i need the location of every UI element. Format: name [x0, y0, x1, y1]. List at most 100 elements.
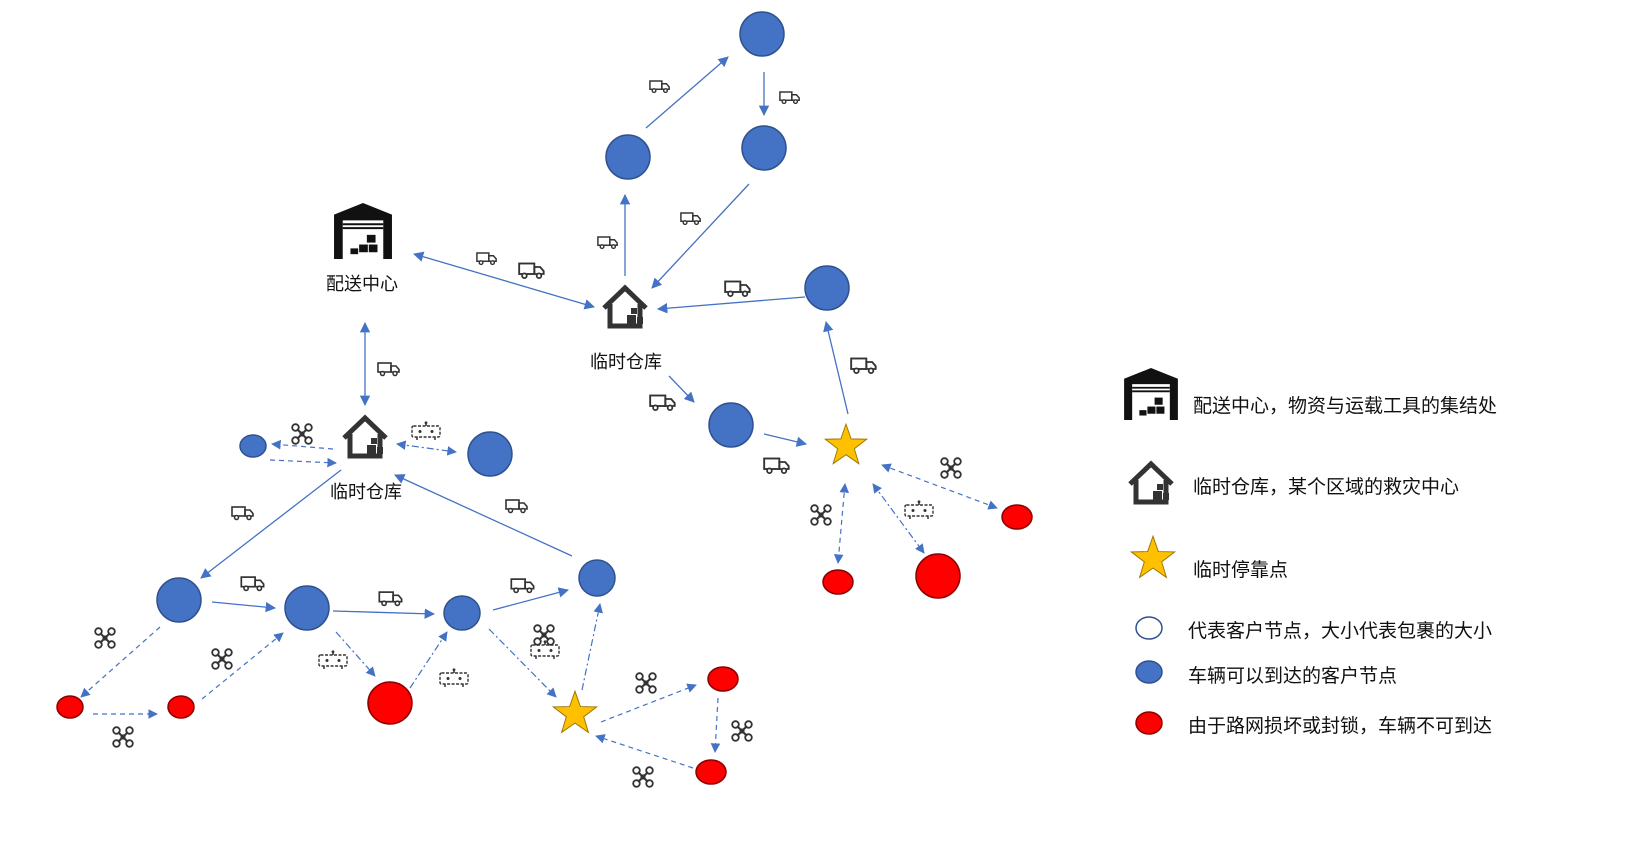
- legend-unreachable-node: [1135, 711, 1163, 735]
- truck-icon: [763, 457, 790, 475]
- legend-star-icon: [1130, 535, 1176, 578]
- edge: [396, 440, 457, 456]
- unreachable-node: [367, 681, 413, 725]
- distribution-center-icon: [333, 203, 393, 259]
- reachable-node: [239, 434, 267, 458]
- edge: [201, 632, 284, 700]
- unreachable-node: [167, 695, 195, 719]
- legend-warehouse-icon: [1130, 464, 1172, 502]
- truck-icon: [680, 212, 701, 226]
- edge: [492, 587, 570, 611]
- reachable-node: [708, 402, 754, 448]
- edge: [200, 469, 342, 579]
- legend-stop-text: 临时停靠点: [1193, 559, 1289, 581]
- drone-icon: [291, 423, 313, 445]
- warehouse-icon: [604, 288, 646, 326]
- reachable-node: [443, 595, 481, 631]
- reachable-node: [739, 11, 785, 57]
- customer-nodes: [156, 11, 850, 631]
- edge: [211, 601, 277, 613]
- edge: [335, 631, 376, 677]
- reachable-node: [741, 125, 787, 171]
- warehouse-label: 临时仓库: [330, 482, 402, 503]
- edge: [656, 296, 806, 314]
- reachable-node: [804, 265, 850, 311]
- drone-icon: [635, 672, 657, 694]
- truck-icon: [510, 578, 535, 594]
- edge: [488, 628, 557, 698]
- edge: [394, 474, 573, 557]
- legend-unreachable-text: 由于路网损坏或封锁，车辆不可到达: [1188, 715, 1493, 737]
- edge: [763, 433, 808, 447]
- temporary-stop-star: [552, 690, 598, 733]
- legend-customer-text: 代表客户节点，大小代表包裹的大小: [1188, 620, 1493, 642]
- unreachable-node: [822, 569, 854, 595]
- drone-icon: [94, 627, 116, 649]
- legend-reachable-node: [1135, 660, 1163, 684]
- reachable-node: [467, 431, 513, 477]
- temporary-stop-star: [824, 423, 868, 465]
- truck-icon: [649, 394, 676, 412]
- drone-icon: [632, 766, 654, 788]
- edge: [600, 683, 697, 723]
- reachable-node: [578, 559, 616, 597]
- truck-icon: [505, 499, 528, 514]
- edge: [881, 463, 998, 510]
- robot-icon: [411, 421, 441, 441]
- drone-icon: [940, 457, 962, 479]
- drone-edges: [80, 439, 998, 769]
- warehouse-icon: [344, 418, 386, 456]
- unreachable-nodes: [56, 504, 1033, 785]
- edge: [823, 320, 849, 415]
- robot-edges: [335, 440, 925, 698]
- legend-warehouse-text: 临时仓库，某个区域的救灾中心: [1193, 476, 1460, 498]
- unreachable-node: [56, 695, 84, 719]
- edge: [645, 56, 729, 129]
- legend-distribution-center-icon: [1124, 368, 1178, 420]
- drone-icon: [810, 504, 832, 526]
- warehouse-label: 临时仓库: [590, 352, 662, 373]
- edge: [269, 457, 337, 468]
- truck-icon: [240, 576, 265, 592]
- truck-icon: [724, 280, 751, 298]
- truck-icon: [850, 357, 877, 375]
- edge: [581, 603, 603, 691]
- reachable-node: [284, 585, 330, 631]
- truck-icon: [231, 506, 254, 521]
- unreachable-node: [695, 759, 727, 785]
- truck-icon: [649, 80, 670, 94]
- edge: [409, 631, 448, 689]
- unreachable-node: [915, 553, 961, 599]
- truck-icon: [378, 591, 403, 607]
- legend-reachable-text: 车辆可以到达的客户节点: [1188, 665, 1398, 687]
- distribution-center-label: 配送中心: [326, 274, 398, 295]
- unreachable-node: [707, 666, 739, 692]
- edge: [651, 183, 750, 289]
- truck-icon: [476, 252, 497, 266]
- legend-dc-text: 配送中心，物资与运载工具的集结处: [1193, 395, 1498, 417]
- drone-icon: [731, 720, 753, 742]
- drone-icon: [112, 726, 134, 748]
- legend-customer-node: [1135, 616, 1163, 640]
- robot-icon: [439, 668, 469, 688]
- legend-symbols: [1124, 368, 1178, 735]
- edge: [872, 483, 925, 554]
- unreachable-node: [1001, 504, 1033, 530]
- robot-icon: [904, 500, 934, 520]
- edge: [80, 626, 161, 698]
- reachable-node: [156, 577, 202, 623]
- edge: [271, 439, 334, 450]
- truck-icon: [779, 91, 800, 105]
- edge: [668, 375, 695, 403]
- truck-icon: [597, 236, 618, 250]
- vehicle-edges: [200, 56, 849, 619]
- edge: [710, 697, 721, 753]
- edge: [332, 608, 436, 619]
- edge: [833, 483, 850, 564]
- edge: [595, 734, 694, 769]
- drone-icon: [211, 648, 233, 670]
- truck-icon: [377, 362, 400, 377]
- edge: [413, 251, 595, 310]
- robot-icon: [318, 650, 348, 670]
